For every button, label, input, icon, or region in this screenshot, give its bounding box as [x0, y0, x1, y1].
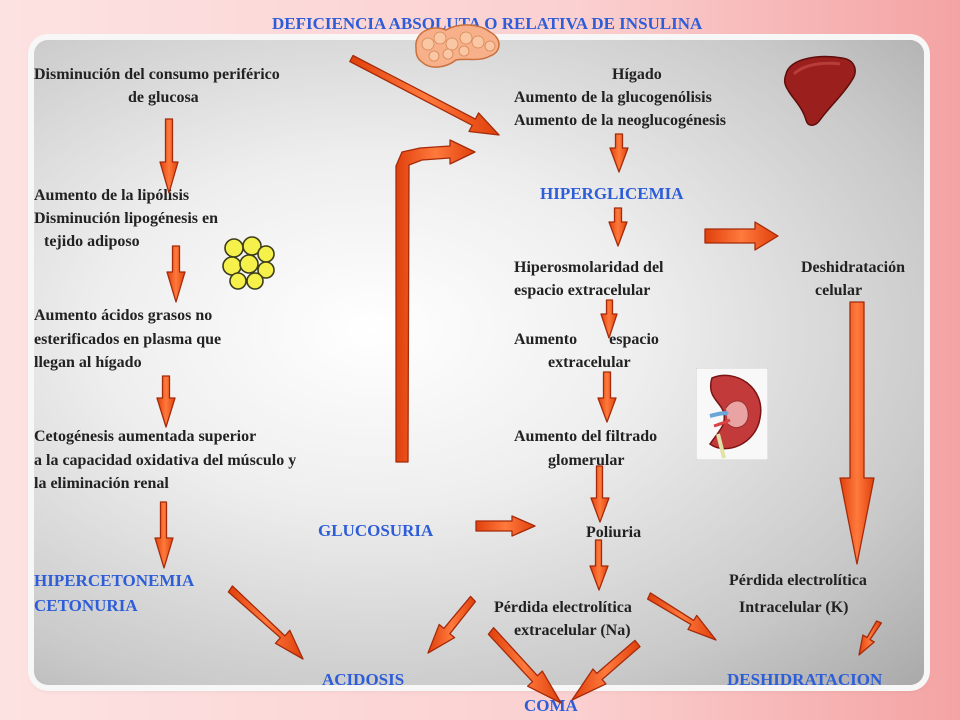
- label-filtrado: Aumento del filtrado: [514, 428, 658, 445]
- arrow-intracelular-to-deshidratacion: [858, 620, 883, 656]
- arrow-insulin-to-liver: [349, 54, 500, 136]
- label-neoglucogenesis: Aumento de la neoglucogénesis: [514, 112, 726, 129]
- arrow-perdida-to-coma: [487, 627, 562, 704]
- label-deshidratacion-celular-1: Deshidratación: [801, 259, 905, 276]
- label-deshidratacion: DESHIDRATACION: [727, 670, 883, 689]
- label-acidos-grasos-2: esterificados en plasma que: [34, 331, 222, 348]
- liver-icon: [783, 55, 856, 126]
- label-perdida-intracelular-2: Intracelular (K): [739, 599, 849, 616]
- label-hipercetonemia: HIPERCETONEMIA: [34, 571, 195, 590]
- arrow-hiperosmolaridad-to-espacio: [600, 299, 618, 339]
- label-higado: Hígado: [612, 66, 662, 83]
- arrow-lipolisis-to-acidos: [166, 245, 186, 303]
- arrow-perdida-to-acidosis: [427, 595, 477, 654]
- label-glucogenolisis: Aumento de la glucogenólisis: [514, 89, 712, 106]
- arrow-hiperglicemia-to-hiperosmolaridad: [608, 207, 628, 247]
- label-hiperosmolaridad: Hiperosmolaridad del: [514, 259, 664, 276]
- arrow-glucosuria-to-liver: [395, 139, 476, 463]
- label-acidosis: ACIDOSIS: [322, 670, 405, 689]
- label-coma: COMA: [524, 696, 578, 715]
- arrow-deshidratacion-celular-to-perdida: [839, 301, 875, 565]
- label-poliuria: Poliuria: [586, 524, 642, 541]
- label-perdida-intracelular-1: Pérdida electrolítica: [729, 572, 867, 589]
- label-extracelular: extracelular: [548, 354, 631, 371]
- label-glomerular: glomerular: [548, 452, 625, 469]
- arrow-filtrado-to-poliuria: [590, 465, 610, 523]
- label-deshidratacion-celular-2: celular: [815, 282, 863, 299]
- label-perdida-extracelular-2: extracelular (Na): [514, 622, 631, 639]
- arrow-glucosuria-to-poliuria: [475, 515, 536, 537]
- pancreas-icon: [415, 24, 500, 68]
- arrow-espacio-to-filtrado: [597, 371, 617, 423]
- arrow-extracelular-to-coma: [571, 639, 641, 701]
- label-hiperglicemia: HIPERGLICEMIA: [540, 184, 684, 203]
- label-tejido-adiposo: tejido adiposo: [44, 233, 140, 250]
- label-cetogenesis-2: a la capacidad oxidativa del músculo y: [34, 452, 297, 469]
- kidney-icon: [696, 368, 768, 460]
- label-glucosuria: GLUCOSURIA: [318, 521, 434, 540]
- arrow-hiperglicemia-to-deshidratacion: [704, 221, 779, 251]
- arrow-acidos-to-cetogenesis: [156, 375, 176, 428]
- arrow-cetogenesis-to-hipercetonemia: [154, 501, 174, 569]
- label-lipolisis: Aumento de la lipólisis: [34, 187, 190, 204]
- diagram-title: DEFICIENCIA ABSOLUTA O RELATIVA DE INSUL…: [272, 14, 703, 33]
- label-lipogenesis: Disminución lipogénesis en: [34, 210, 219, 227]
- label-cetogenesis-3: la eliminación renal: [34, 475, 169, 492]
- arrow-consumo-to-lipolisis: [159, 118, 179, 194]
- label-perdida-extracelular-1: Pérdida electrolítica: [494, 599, 632, 616]
- fat-cells-icon: [222, 236, 275, 290]
- arrow-cetonuria-to-acidosis: [227, 585, 304, 660]
- label-acidos-grasos-3: llegan al hígado: [34, 354, 142, 371]
- arrow-poliuria-to-perdida-extracelular: [589, 539, 609, 591]
- label-consumo-periferico: Disminución del consumo periférico: [34, 66, 280, 83]
- arrow-liver-to-hiperglicemia: [609, 133, 629, 173]
- label-acidos-grasos-1: Aumento ácidos grasos no: [34, 307, 213, 324]
- label-cetogenesis-1: Cetogénesis aumentada superior: [34, 428, 257, 445]
- label-espacio-extracelular: espacio extracelular: [514, 282, 651, 299]
- label-aumento-espacio: Aumento espacio: [514, 331, 659, 348]
- label-cetonuria: CETONURIA: [34, 596, 138, 615]
- content-panel: [34, 40, 924, 685]
- label-consumo-glucosa: de glucosa: [128, 89, 199, 106]
- arrow-perdida-to-deshidratacion: [646, 592, 717, 641]
